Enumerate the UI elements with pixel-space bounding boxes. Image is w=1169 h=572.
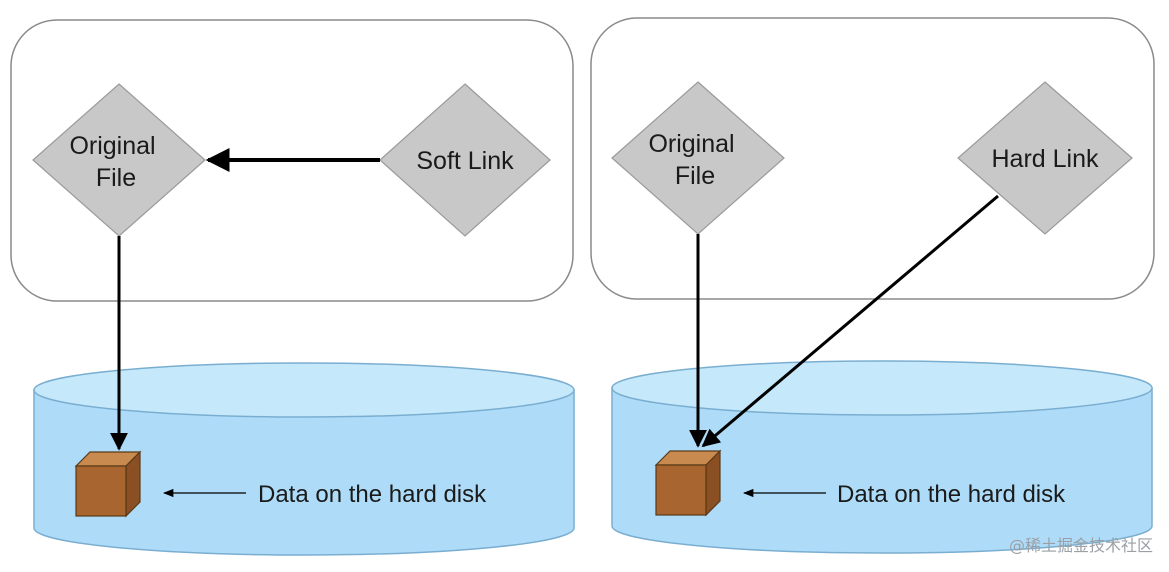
original-file-label-line1: Original bbox=[69, 132, 155, 160]
filesystem-box bbox=[590, 17, 1155, 300]
soft-link-node bbox=[379, 83, 551, 237]
data-block-icon bbox=[654, 449, 722, 517]
soft-link-label: Soft Link bbox=[416, 147, 514, 175]
hard-link-label: Hard Link bbox=[992, 145, 1099, 173]
svg-text:Original File: Original File bbox=[648, 130, 741, 190]
watermark-text: @稀土掘金技术社区 bbox=[1008, 536, 1153, 555]
data-block-icon bbox=[74, 450, 142, 518]
hard-link-to-data-arrow bbox=[701, 194, 999, 448]
hard-link-panel: Original File Hard Link Data on the hard… bbox=[590, 17, 1155, 554]
hard-disk-cylinder bbox=[33, 362, 575, 556]
hard-link-node bbox=[957, 81, 1133, 235]
hard-disk-cylinder bbox=[611, 360, 1153, 554]
original-file-label-line2: File bbox=[96, 164, 136, 192]
original-file-label-line2: File bbox=[675, 162, 715, 190]
disk-data-label: Data on the hard disk bbox=[258, 481, 487, 508]
disk-data-label: Data on the hard disk bbox=[837, 481, 1066, 508]
svg-text:Original File: Original File bbox=[69, 132, 162, 192]
original-file-label-line1: Original bbox=[648, 130, 734, 158]
soft-link-panel: Original File Soft Link Data on the hard… bbox=[10, 19, 575, 556]
